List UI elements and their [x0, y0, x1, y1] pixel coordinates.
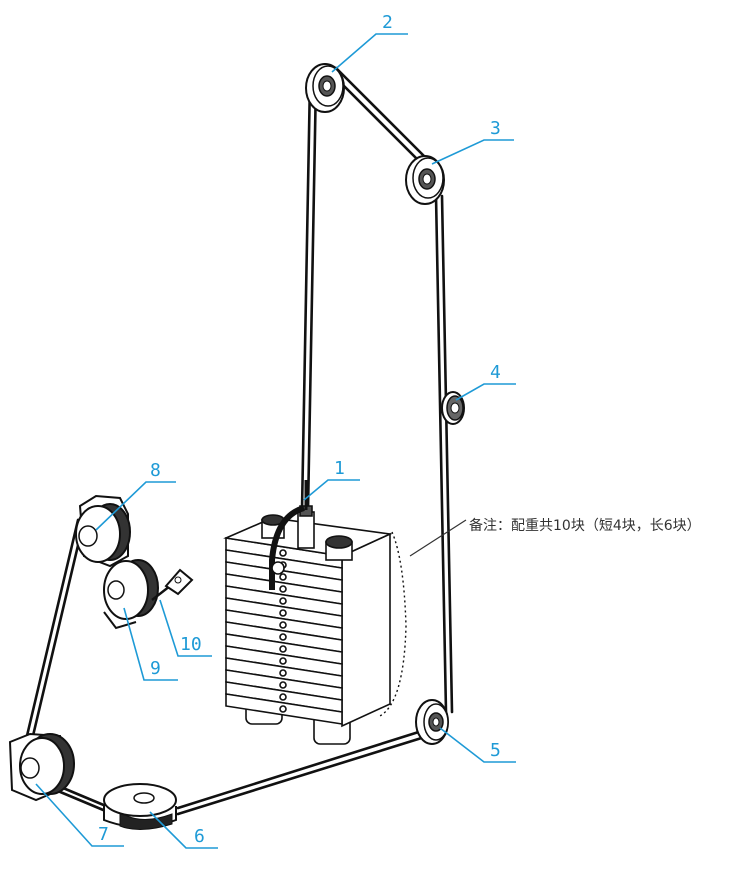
plate-pin-hole	[279, 693, 287, 701]
pulley-6	[103, 783, 177, 830]
label-6: 6	[194, 826, 205, 847]
callout-10: 10	[159, 599, 212, 657]
callout-8: 8	[95, 460, 176, 531]
weight-stack	[223, 480, 407, 745]
callouts: 1 2 3 4 5 6 7 8	[35, 12, 516, 849]
plate-pin-hole	[279, 681, 287, 689]
label-5: 5	[490, 740, 501, 761]
callout-5: 5	[439, 727, 516, 763]
pulley-4	[441, 391, 465, 425]
pulley-8	[75, 494, 131, 568]
callout-7: 7	[35, 783, 124, 847]
label-9: 9	[150, 658, 161, 679]
plate-pin-hole	[279, 549, 287, 557]
plate-pin-hole	[279, 585, 287, 593]
callout-1: 1	[303, 458, 360, 501]
callout-4: 4	[455, 362, 516, 401]
callout-9: 9	[123, 607, 178, 681]
plate-pin-hole	[279, 669, 287, 677]
label-3: 3	[490, 118, 501, 139]
plate-pin-hole	[279, 621, 287, 629]
plate-pin-hole	[279, 645, 287, 653]
plate-pin-hole	[279, 573, 287, 581]
label-2: 2	[382, 12, 393, 33]
pulley-2	[305, 63, 345, 113]
pulley-7	[8, 732, 75, 802]
callout-2: 2	[331, 12, 408, 73]
label-8: 8	[150, 460, 161, 481]
weight-note: 备注：配重共10块（短4块，长6块）	[469, 518, 701, 534]
plate-pin-hole	[279, 597, 287, 605]
label-7: 7	[98, 824, 109, 845]
label-4: 4	[490, 362, 501, 383]
plate-pin-hole	[279, 705, 287, 713]
label-10: 10	[180, 634, 202, 655]
hook-10	[151, 568, 194, 601]
pulley-9	[103, 559, 159, 630]
label-1: 1	[334, 458, 345, 479]
note-leader	[409, 519, 467, 557]
pulley-3	[405, 155, 445, 205]
pulley-5	[415, 699, 449, 745]
plate-pin-hole	[279, 609, 287, 617]
plate-pin-hole	[279, 633, 287, 641]
plate-pin-hole	[279, 657, 287, 665]
callout-3: 3	[431, 118, 514, 165]
callout-6: 6	[149, 811, 218, 849]
